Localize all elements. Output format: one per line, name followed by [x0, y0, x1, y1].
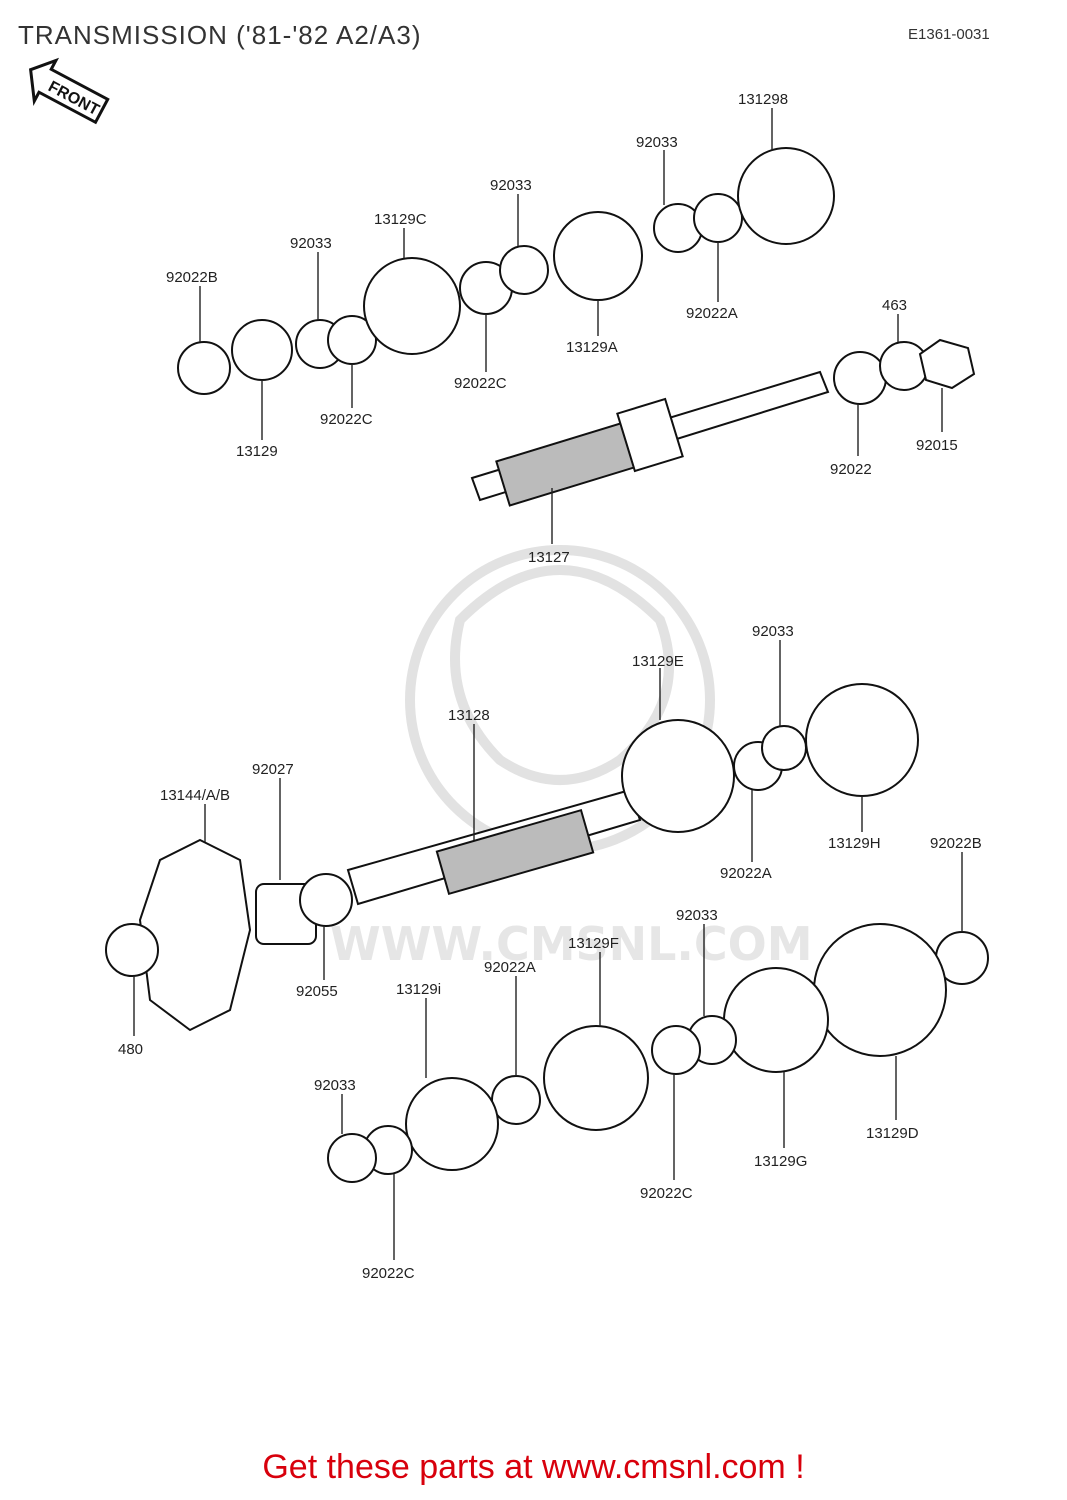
part-label: 92022C: [362, 1265, 415, 1282]
part-label: 13144/A/B: [160, 787, 230, 804]
part-label: 13129C: [374, 211, 427, 228]
part-label: 92022A: [484, 959, 536, 976]
buy-parts-link[interactable]: Get these parts at www.cmsnl.com !: [262, 1448, 805, 1486]
part-label: 463: [882, 297, 907, 314]
part-label: 92055: [296, 983, 338, 1000]
diagram-title: TRANSMISSION ('81-'82 A2/A3): [18, 20, 422, 50]
gear-13129g: [723, 967, 829, 1073]
part-label: 13129H: [828, 835, 881, 852]
gear-13129c: [363, 257, 461, 355]
gear-13129a: [553, 211, 643, 301]
part-label: 92022B: [166, 269, 218, 286]
shaft-13128: [346, 788, 642, 906]
circlip-92033-top-2: [499, 245, 549, 295]
circlip-480: [105, 923, 159, 977]
part-label: 92022: [830, 461, 872, 478]
lockwasher-463: [879, 341, 929, 391]
watermark-text: WWW.CMSNL.COM: [330, 917, 813, 971]
gear-13129d: [813, 923, 947, 1057]
part-label: 131298: [738, 91, 788, 108]
part-label: 92027: [252, 761, 294, 778]
front-arrow-icon: FRONT: [28, 57, 110, 125]
part-label: 92033: [314, 1077, 356, 1094]
part-label: 13127: [528, 549, 570, 566]
part-label: 92033: [752, 623, 794, 640]
part-label: 92022C: [320, 411, 373, 428]
part-label: 92022A: [720, 865, 772, 882]
part-label: 13129A: [566, 339, 618, 356]
gear-13129h: [805, 683, 919, 797]
sprocket-13144: [138, 838, 252, 1032]
circlip-92033-lower-3: [327, 1133, 377, 1183]
circlip-92033-lower-1: [761, 725, 807, 771]
part-label: 13129i: [396, 981, 441, 998]
part-label: 92022C: [640, 1185, 693, 1202]
leader-lines: [133, 108, 963, 1260]
part-label: 480: [118, 1041, 143, 1058]
washer-92022c-lower-1: [651, 1025, 701, 1075]
part-labels: 131298 92033 92033 13129C 92033 92022B 9…: [118, 91, 982, 1282]
part-label: 92033: [636, 134, 678, 151]
part-label: 92022B: [930, 835, 982, 852]
gear-13129i: [405, 1077, 499, 1171]
part-label: 92033: [676, 907, 718, 924]
part-label: 92022A: [686, 305, 738, 322]
part-label: 13129: [236, 443, 278, 460]
gear-13129e: [621, 719, 735, 833]
nut-92015: [918, 338, 976, 390]
oring-92055: [299, 873, 353, 927]
washer-92022: [833, 351, 887, 405]
part-label: 92022C: [454, 375, 507, 392]
gear-13129: [231, 319, 293, 381]
part-label: 13129E: [632, 653, 684, 670]
part-label: 92015: [916, 437, 958, 454]
part-label: 13129G: [754, 1153, 807, 1170]
gear-13129f: [543, 1025, 649, 1131]
part-label: 92033: [490, 177, 532, 194]
part-label: 13129D: [866, 1125, 919, 1142]
diagram-code: E1361-0031: [908, 26, 990, 43]
part-label: 13128: [448, 707, 490, 724]
washer-92022b-top: [177, 341, 231, 395]
shaft-13127: [470, 370, 830, 507]
washer-92022a-lower-2: [491, 1075, 541, 1125]
part-label: 92033: [290, 235, 332, 252]
gear-131298: [737, 147, 835, 245]
part-label: 13129F: [568, 935, 619, 952]
washer-92022a-top: [693, 193, 743, 243]
